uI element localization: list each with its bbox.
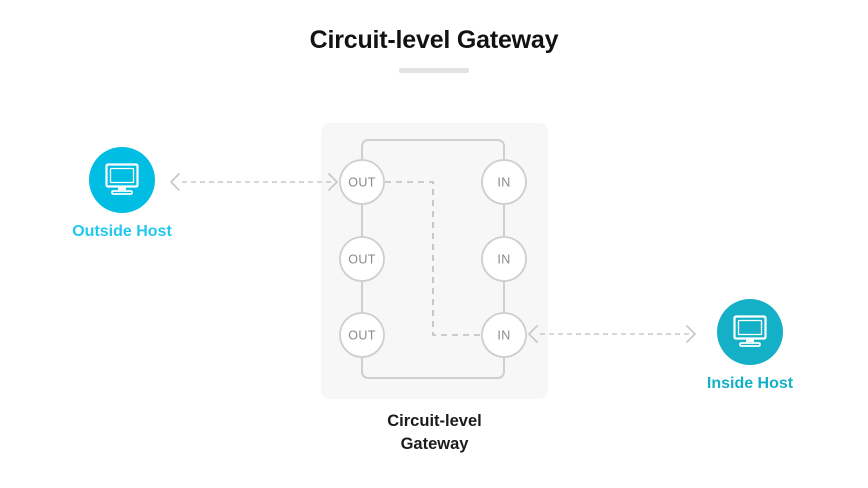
port-label: IN (497, 329, 510, 343)
port-circle (481, 312, 527, 358)
outside-host-badge (89, 147, 155, 213)
arrowhead-left-icon (170, 173, 180, 191)
port-label: IN (497, 176, 510, 190)
link-gateway-to-inside-host (528, 325, 696, 343)
bus-bottom-connector (361, 334, 505, 379)
port-in-3[interactable]: IN (481, 312, 527, 358)
arrowhead-right-icon (686, 325, 696, 343)
port-circle (481, 236, 527, 282)
arrowhead-left-icon (528, 325, 538, 343)
port-label: IN (497, 253, 510, 267)
title-divider (399, 68, 469, 73)
port-circle (481, 159, 527, 205)
port-out-1[interactable]: OUT (339, 159, 385, 205)
port-in-1[interactable]: IN (481, 159, 527, 205)
gateway-caption-line-2: Gateway (400, 435, 469, 453)
port-circle (339, 236, 385, 282)
gateway-caption: Circuit-level Gateway (321, 410, 548, 456)
monitor-icon (105, 163, 139, 195)
node-inside-host[interactable]: Inside Host (684, 299, 816, 393)
port-out-3[interactable]: OUT (339, 312, 385, 358)
node-outside-host[interactable]: Outside Host (56, 147, 188, 241)
page-title: Circuit-level Gateway (309, 26, 559, 54)
port-circle (339, 159, 385, 205)
link-outside-host-to-gateway (170, 173, 338, 191)
inside-host-badge (717, 299, 783, 365)
circuit-path-out1-to-in3 (385, 181, 481, 336)
arrowhead-right-icon (328, 173, 338, 191)
port-out-2[interactable]: OUT (339, 236, 385, 282)
bus-top-connector (361, 139, 505, 184)
port-in-2[interactable]: IN (481, 236, 527, 282)
port-label: OUT (348, 253, 376, 267)
monitor-icon (733, 315, 767, 347)
gateway-caption-line-1: Circuit-level (387, 412, 482, 430)
inside-host-label: Inside Host (706, 375, 794, 392)
port-label: OUT (348, 329, 376, 343)
port-circle (339, 312, 385, 358)
port-label: OUT (348, 176, 376, 190)
outside-host-label: Outside Host (72, 223, 172, 240)
